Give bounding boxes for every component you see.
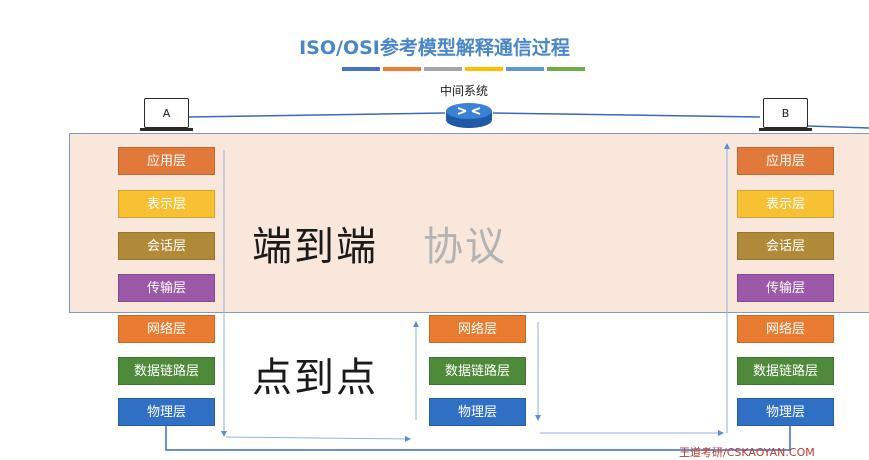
router-label: 中间系统 xyxy=(440,84,489,98)
diagram-title: ISO/OSI参考模型解释通信过程 xyxy=(299,37,570,59)
host-a-transport-layer: 传输层 xyxy=(118,274,215,302)
host-a-monitor: A xyxy=(144,98,189,128)
host-a-data-link-layer: 数据链路层 xyxy=(118,357,215,385)
host-b-session-layer: 会话层 xyxy=(737,232,834,260)
title-color-bar-4 xyxy=(465,67,503,71)
title-color-bar-3 xyxy=(424,67,462,71)
title-color-bar-2 xyxy=(383,67,421,71)
router-data-link-layer: 数据链路层 xyxy=(429,357,526,385)
host-b-presentation-layer: 表示层 xyxy=(737,190,834,218)
end-to-end-label: 端到端 xyxy=(252,224,378,270)
host-a-presentation-layer: 表示层 xyxy=(118,190,215,218)
host-b-monitor: B xyxy=(763,98,808,128)
protocol-label: 协议 xyxy=(423,224,507,270)
host-a-base xyxy=(140,128,193,131)
point-to-point-label: 点到点 xyxy=(252,355,378,401)
host-b-physical-layer: 物理层 xyxy=(737,398,834,426)
router-network-layer: 网络层 xyxy=(429,315,526,343)
host-b-network-layer: 网络层 xyxy=(737,315,834,343)
title-color-bar-5 xyxy=(506,67,544,71)
router-physical-layer: 物理层 xyxy=(429,398,526,426)
router-icon xyxy=(446,103,492,128)
title-color-bar-1 xyxy=(342,67,380,71)
host-a-physical-layer: 物理层 xyxy=(118,398,215,426)
host-b-base xyxy=(759,128,812,131)
host-b-application-layer: 应用层 xyxy=(737,147,834,175)
watermark: 王道考研/CSKAOYAN.COM xyxy=(679,446,815,459)
host-b-data-link-layer: 数据链路层 xyxy=(737,357,834,385)
title-color-bar-6 xyxy=(547,67,585,71)
host-b-transport-layer: 传输层 xyxy=(737,274,834,302)
host-a-label: A xyxy=(162,107,171,120)
host-a-session-layer: 会话层 xyxy=(118,232,215,260)
host-a-application-layer: 应用层 xyxy=(118,147,215,175)
host-a-network-layer: 网络层 xyxy=(118,315,215,343)
host-b-label: B xyxy=(781,107,790,120)
